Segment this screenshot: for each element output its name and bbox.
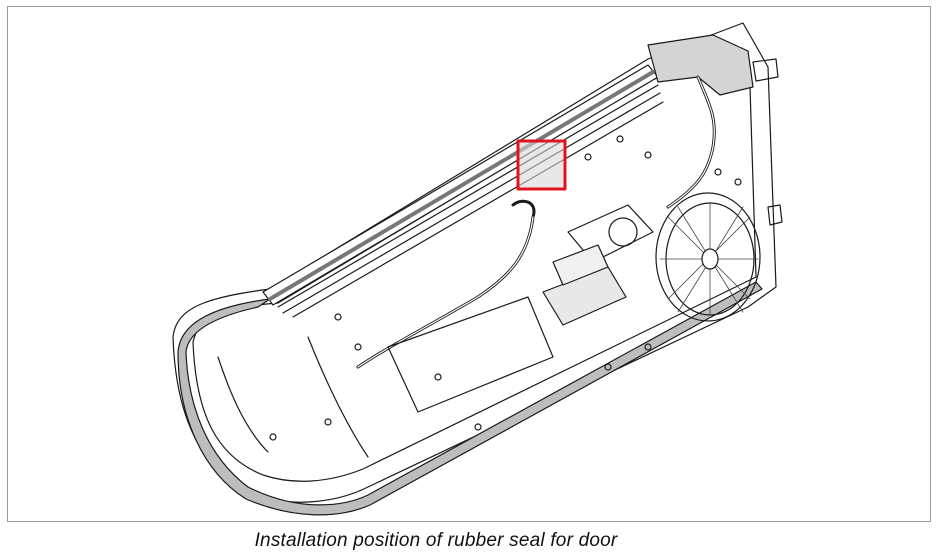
window-channel [262,64,664,318]
figure-frame [7,6,931,522]
door-illustration [172,22,783,516]
figure-caption: Installation position of rubber seal for… [254,530,618,551]
door-panel [172,22,777,503]
hinge-bracket [647,34,783,226]
rubber-seal [177,281,763,516]
highlight-box [516,139,567,191]
speaker [655,192,761,322]
window-motor [542,204,654,326]
mounting-holes [269,135,742,441]
door-inner-panel [192,46,757,482]
